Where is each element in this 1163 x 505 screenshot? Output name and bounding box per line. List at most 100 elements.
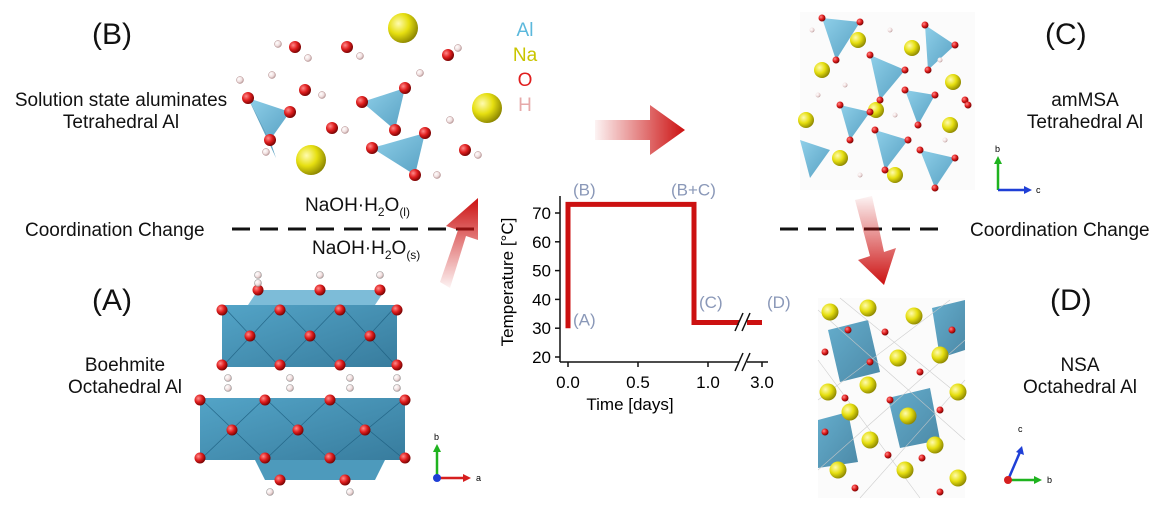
o-atom [951, 154, 959, 162]
o-atom [948, 326, 956, 334]
legend-al: Al [516, 20, 534, 41]
na-atom [926, 436, 944, 454]
o-atom [832, 56, 840, 64]
o-atom [409, 169, 421, 181]
o-atom [289, 41, 301, 53]
y-tick-label: 60 [532, 233, 551, 252]
h-atom [356, 52, 364, 60]
o-atom [314, 284, 326, 296]
o-atom [324, 394, 336, 406]
o-atom [856, 18, 864, 26]
o-atom [244, 330, 256, 342]
o-atom [242, 92, 254, 104]
al-octahedron [932, 300, 965, 358]
y-tick-label: 50 [532, 262, 551, 281]
legend-na: Na [512, 45, 538, 66]
o-atom [326, 122, 338, 134]
o-atom [876, 96, 884, 104]
na-atom [814, 62, 830, 78]
h-atom [376, 271, 384, 279]
axis-label-c: c [429, 476, 433, 483]
o-atom [844, 326, 852, 334]
phase-solid-state: (s) [406, 247, 421, 262]
o-atom [886, 396, 894, 404]
h-atom [318, 91, 326, 99]
o-atom [901, 86, 909, 94]
h-atom [942, 137, 948, 143]
phase-liquid-label: NaOH·H2O(l) [305, 195, 410, 219]
phase-liquid-mid: O [384, 195, 400, 216]
o-atom [904, 136, 912, 144]
na-atom [942, 117, 958, 133]
panel-a-line2: Octahedral Al [67, 377, 183, 398]
na-atom [896, 461, 914, 479]
phase-solid-mid: O [391, 238, 407, 259]
o-atom [356, 96, 368, 108]
state-label: (A) [573, 310, 596, 329]
o-atom [334, 359, 346, 371]
state-label: (B+C) [671, 181, 716, 200]
panel-d-letter: (D) [1050, 284, 1092, 317]
o-atom [871, 126, 879, 134]
o-atom [399, 452, 411, 464]
panel-b-line1: Solution state aluminates [14, 90, 228, 111]
na-atom [949, 383, 967, 401]
chart-x-axis-title: Time [days] [586, 395, 673, 414]
o-atom [921, 21, 929, 29]
h-atom [857, 172, 863, 178]
axis-label-c: c [1036, 185, 1041, 195]
na-atom [798, 112, 814, 128]
axis-label-c: c [1018, 424, 1023, 434]
h-atom [262, 148, 270, 156]
axes-triad-c: b c [994, 144, 1041, 195]
o-atom [936, 488, 944, 496]
panel-b-line2: Tetrahedral Al [62, 112, 180, 133]
phase-liquid-state: (l) [399, 204, 410, 219]
o-atom [836, 101, 844, 109]
o-atom [866, 108, 874, 116]
o-atom [374, 284, 386, 296]
o-atom [364, 330, 376, 342]
o-atom [459, 144, 471, 156]
h-atom [809, 27, 815, 33]
al-tetrahedron [248, 98, 290, 140]
o-atom [916, 368, 924, 376]
o-atom [901, 66, 909, 74]
h-atom [341, 126, 349, 134]
o-atom [274, 359, 286, 371]
panel-d-description: NSA Octahedral Al [1015, 355, 1145, 399]
chart-state-labels: (A)(B)(B+C)(C)(D) [573, 181, 791, 330]
panel-d-line2: Octahedral Al [1022, 377, 1138, 398]
axis-label-a: a [999, 478, 1003, 485]
o-atom [916, 146, 924, 154]
phase-solid-sub1: 2 [384, 247, 392, 262]
na-atom [850, 32, 866, 48]
panel-a-line1: Boehmite [84, 355, 166, 376]
na-atom [859, 299, 877, 317]
h-atom [346, 384, 354, 392]
na-atom [829, 461, 847, 479]
panel-c-crystal [798, 12, 975, 192]
chart-y-axis-title: Temperature [°C] [498, 218, 517, 347]
al-octahedron [818, 412, 858, 468]
state-label: (D) [767, 293, 791, 312]
o-atom [931, 184, 939, 192]
na-atom [931, 346, 949, 364]
o-atom [881, 166, 889, 174]
o-atom [391, 359, 403, 371]
o-atom [951, 41, 959, 49]
h-atom [266, 488, 274, 496]
al-octahedron [828, 320, 880, 382]
element-legend: Al Na O H [505, 18, 545, 118]
al-tetrahedron [875, 130, 908, 170]
h-atom [416, 69, 424, 77]
x-tick-label: 1.0 [696, 373, 720, 392]
axis-label-b: b [995, 144, 1000, 154]
h-atom [286, 374, 294, 382]
h-atom [346, 374, 354, 382]
h-atom [937, 57, 943, 63]
na-atom [832, 150, 848, 166]
